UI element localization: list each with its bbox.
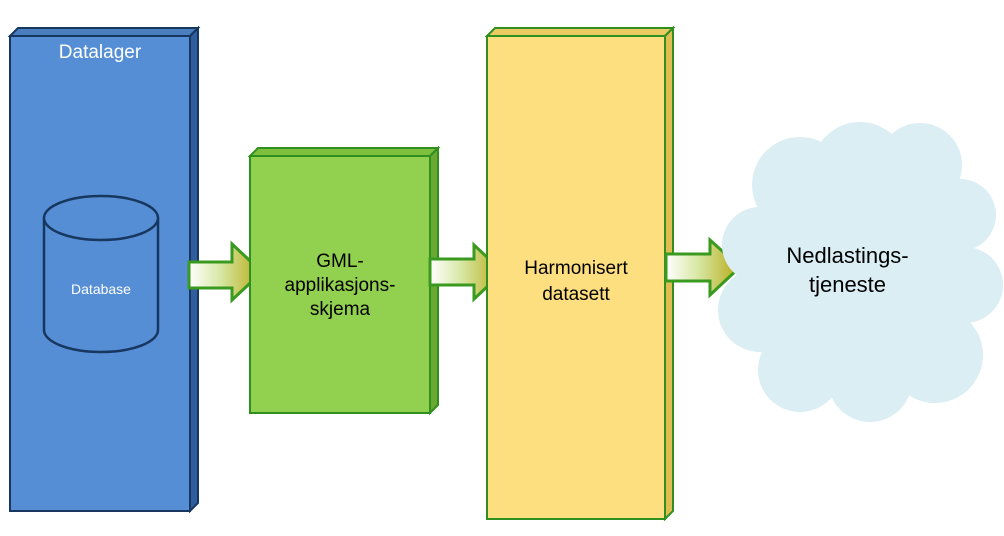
database-cylinder — [42, 194, 160, 354]
gml-schema-block — [247, 145, 441, 416]
datalager-label: Datalager — [58, 42, 142, 63]
nedlasting-label-line-1: Nedlastings- — [786, 243, 909, 268]
nedlasting-label-line-2: tjeneste — [808, 272, 887, 297]
nedlastingstjeneste-cloud — [718, 122, 1003, 422]
gml-label-line-2: applikasjons- — [284, 275, 396, 296]
gml-label-line-1: GML- — [316, 251, 364, 272]
arrow-datalager-to-gml — [187, 240, 265, 304]
harmonisert-label: Harmonisert datasett — [487, 256, 665, 308]
harmonisert-datasett-block — [484, 25, 676, 522]
arrow-harmonisert-to-nedlasting — [664, 236, 743, 299]
gml-label-line-3: skjema — [309, 299, 371, 320]
harmonisert-label-line-1: Harmonisert — [524, 258, 628, 279]
database-label: Database — [71, 281, 131, 297]
gml-schema-label: GML- applikasjons- skjema — [250, 250, 430, 322]
harmonisert-label-line-2: datasett — [542, 284, 610, 305]
nedlasting-label: Nedlastings- tjeneste — [740, 241, 955, 299]
